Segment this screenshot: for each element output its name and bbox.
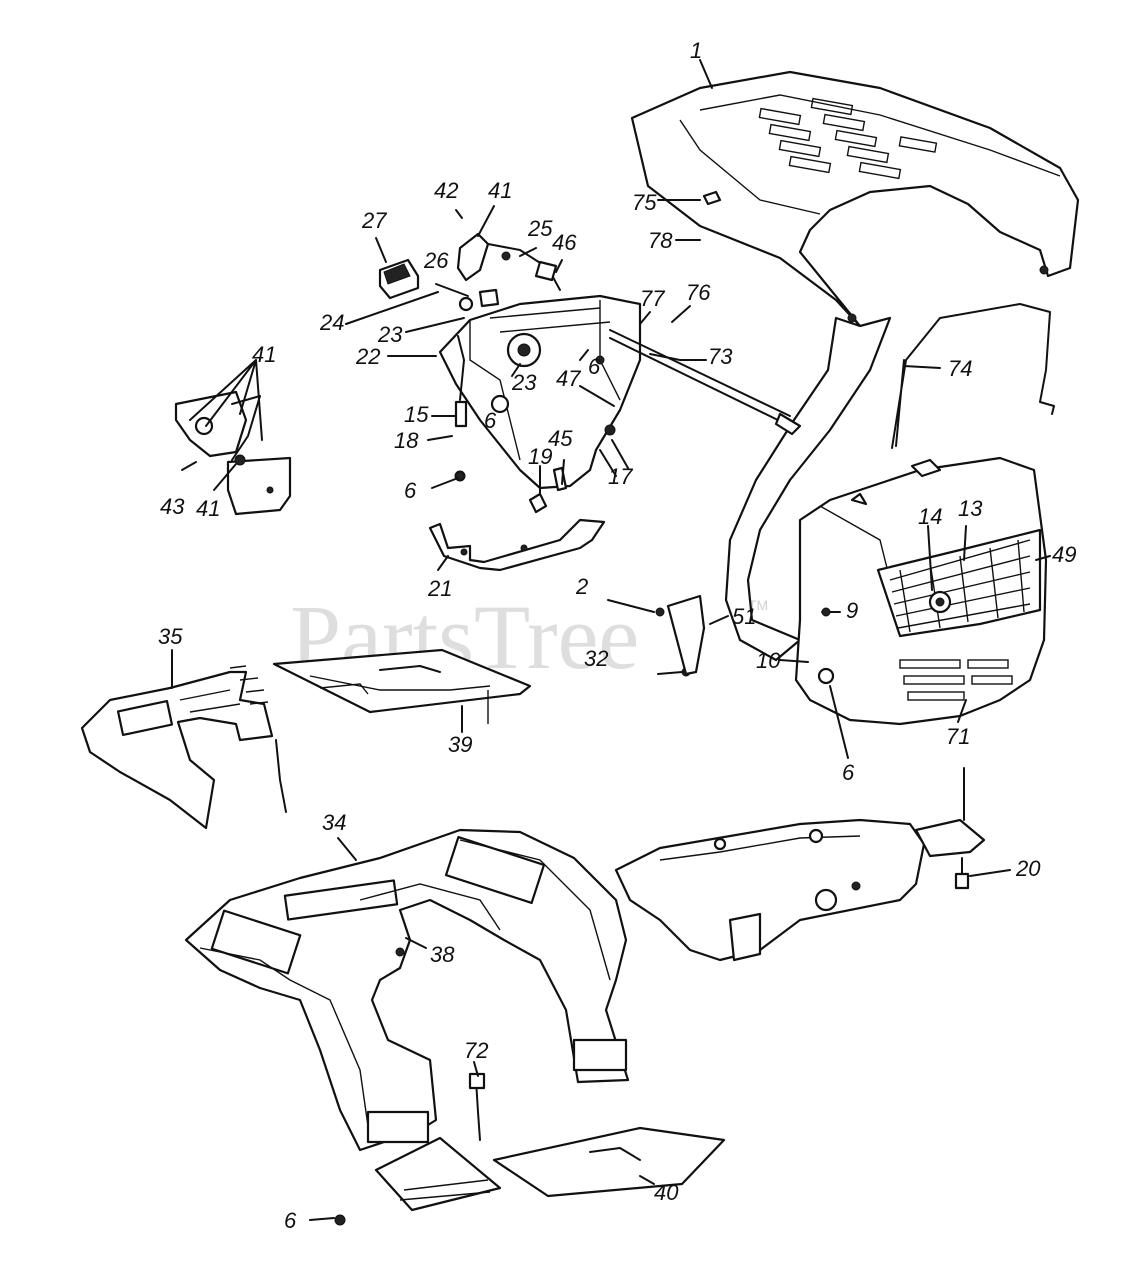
callout-74: 74 <box>948 356 972 381</box>
callout-14: 14 <box>918 504 942 529</box>
lower-bracket[interactable] <box>428 492 606 572</box>
callout-24: 24 <box>319 310 344 335</box>
callout-6-dash: 6 <box>588 354 601 379</box>
rear-fender-top[interactable] <box>80 665 287 830</box>
throttle-bracket-upper[interactable] <box>456 232 561 312</box>
hood-bracket-rod[interactable] <box>891 303 1055 449</box>
callout-75: 75 <box>632 190 657 215</box>
dash-panel[interactable] <box>438 294 642 490</box>
callout-72: 72 <box>464 1038 488 1063</box>
hood-vents <box>758 97 938 180</box>
callout-51: 51 <box>732 604 756 629</box>
callout-10: 10 <box>756 648 781 673</box>
callout-41-upper: 41 <box>488 178 512 203</box>
callout-25: 25 <box>527 216 553 241</box>
headlight-lens <box>876 528 1042 638</box>
callout-23-top: 23 <box>377 322 403 347</box>
callout-9: 9 <box>846 598 858 623</box>
callout-6-nose: 6 <box>842 760 855 785</box>
callout-76: 76 <box>686 280 711 305</box>
callouts: 1 75 78 74 42 41 27 25 46 26 24 23 22 77… <box>158 38 1076 1233</box>
callout-41-lower: 41 <box>196 496 220 521</box>
callout-6-inner: 6 <box>484 408 497 433</box>
callout-23-mid: 23 <box>511 370 537 395</box>
watermark-tm: TM <box>748 597 768 613</box>
callout-6-left: 6 <box>404 478 417 503</box>
callout-49: 49 <box>1052 542 1076 567</box>
hood-hinge-column[interactable] <box>724 316 892 662</box>
footrest-plate[interactable] <box>272 648 532 724</box>
callout-47: 47 <box>556 366 581 391</box>
callout-35: 35 <box>158 624 183 649</box>
callout-45: 45 <box>548 426 573 451</box>
callout-17: 17 <box>608 464 633 489</box>
ignition-switch[interactable] <box>378 258 420 300</box>
callout-19: 19 <box>528 444 552 469</box>
callout-43: 43 <box>160 494 185 519</box>
leader-lines <box>171 59 1051 1221</box>
callout-71: 71 <box>946 724 970 749</box>
callout-34: 34 <box>322 810 346 835</box>
fastener-markers <box>334 594 831 1226</box>
callout-6-bottom: 6 <box>284 1208 297 1233</box>
callout-20: 20 <box>1015 856 1041 881</box>
frame-assembly[interactable] <box>614 818 986 962</box>
callout-32: 32 <box>584 646 608 671</box>
choke-assembly[interactable] <box>174 390 292 516</box>
front-grille-nose[interactable] <box>794 456 1048 726</box>
callout-77: 77 <box>640 286 665 311</box>
step-plate[interactable] <box>374 1072 502 1212</box>
main-fender[interactable] <box>184 828 630 1152</box>
shift-rod[interactable] <box>609 329 791 425</box>
callout-46: 46 <box>552 230 577 255</box>
callout-39: 39 <box>448 732 472 757</box>
callout-1: 1 <box>690 38 702 63</box>
callout-41-group: 41 <box>252 342 276 367</box>
callout-42: 42 <box>434 178 458 203</box>
callout-26: 26 <box>423 248 449 273</box>
callout-21: 21 <box>427 576 452 601</box>
callout-73: 73 <box>708 344 733 369</box>
hood-part[interactable] <box>630 70 1080 328</box>
callout-18: 18 <box>394 428 419 453</box>
nose-vents <box>899 659 1013 701</box>
callout-27: 27 <box>361 208 387 233</box>
callout-13: 13 <box>958 496 983 521</box>
footrest-40[interactable] <box>492 1126 726 1198</box>
callout-22: 22 <box>355 344 380 369</box>
callout-15: 15 <box>404 402 429 427</box>
callout-38: 38 <box>430 942 455 967</box>
callout-78: 78 <box>648 228 673 253</box>
callout-2: 2 <box>575 574 588 599</box>
callout-40: 40 <box>654 1180 679 1205</box>
